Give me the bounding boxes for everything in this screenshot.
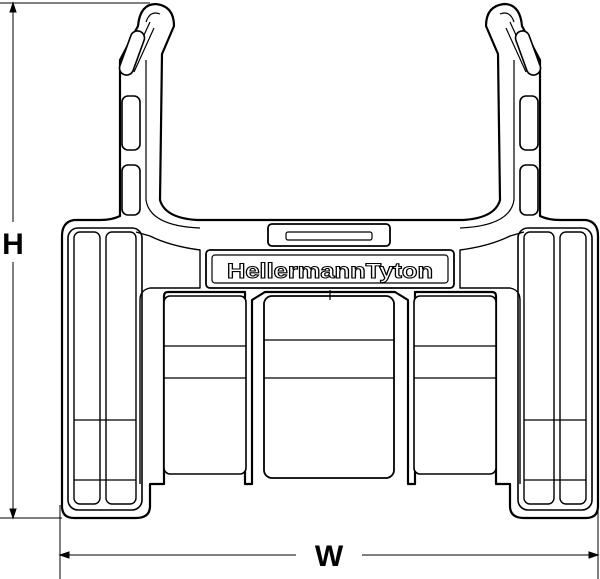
left-shoulder [135, 231, 201, 484]
left-frame-outer [67, 227, 143, 511]
left-frame-rail-2 [105, 231, 137, 505]
brand-plate-inner [211, 254, 449, 284]
right-frame-outer [517, 227, 593, 511]
width-dimension [58, 505, 600, 579]
right-frame-rail-2 [523, 231, 555, 505]
height-label: H [2, 228, 24, 261]
width-arrow-left [58, 551, 70, 559]
center-tongue [263, 295, 395, 479]
width-arrow-right [588, 551, 600, 559]
right-hook-slot-3 [519, 164, 539, 216]
brand-text: HellermannTyton [227, 260, 433, 283]
left-hook-slot-3 [121, 164, 141, 216]
height-arrow-top [9, 1, 17, 13]
left-frame-rail-1 [73, 231, 101, 505]
left-hook-slot-2 [121, 95, 141, 151]
left-hook-slot-1 [118, 30, 146, 76]
right-shoulder [459, 231, 525, 484]
height-arrow-bottom [9, 508, 17, 520]
left-inner-leg [163, 295, 247, 475]
right-frame-rail-1 [559, 231, 587, 505]
right-inner-leg [413, 295, 497, 475]
latch-tab-inner [285, 231, 373, 241]
left-hook-rail [145, 60, 201, 229]
right-hook-slot-1 [514, 30, 542, 76]
right-hook-slot-2 [519, 95, 539, 151]
clip-part [60, 2, 600, 520]
width-label: W [315, 540, 344, 573]
right-hook-rail [459, 60, 515, 229]
height-dimension [0, 1, 150, 520]
